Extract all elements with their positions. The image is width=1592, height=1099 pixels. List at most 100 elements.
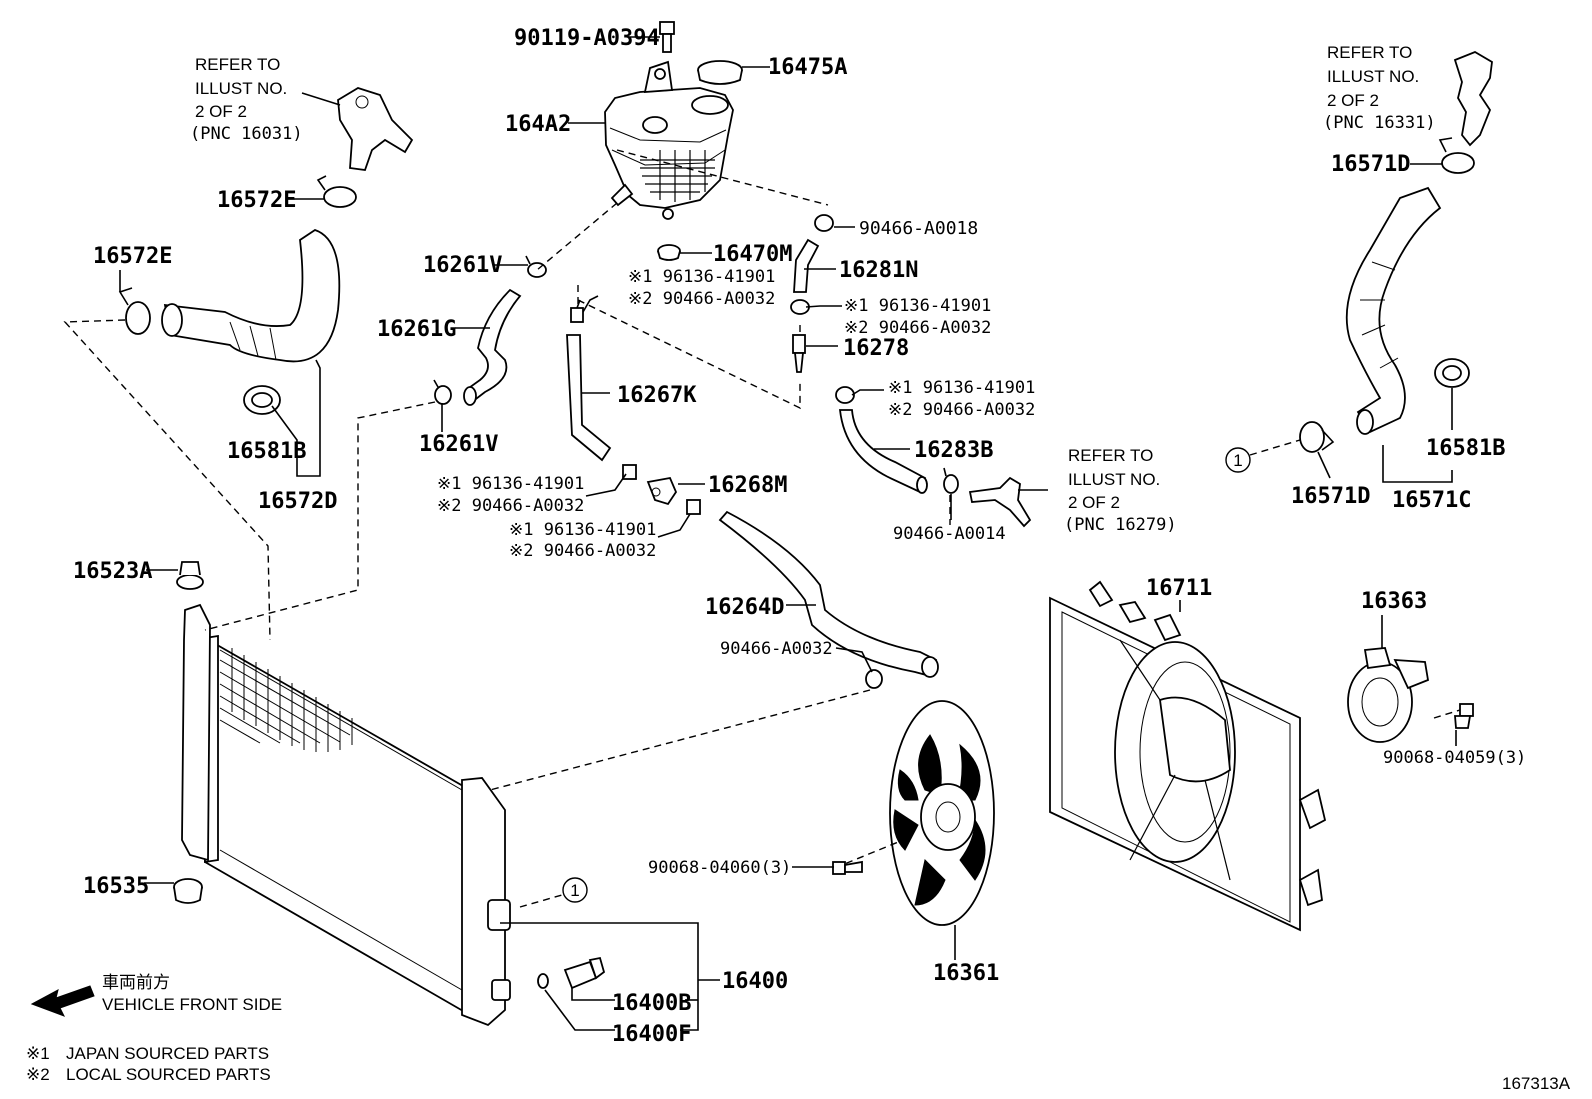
label-16581B-right: 16581B [1426,436,1505,461]
joint-pnc-16279[interactable] [968,476,1032,528]
label-16363: 16363 [1361,589,1427,614]
reservoir-cap[interactable] [697,60,743,85]
hose-16571C[interactable] [1345,186,1442,435]
label-16572E-top: 16572E [217,188,296,213]
ref-middle-line2: ILLUST NO. [1068,470,1160,489]
clamp-90466-A0032[interactable] [865,669,883,689]
clip-alt-a[interactable] [570,299,584,323]
reservoir-tank[interactable] [604,60,734,220]
clip-alt-c[interactable] [686,499,701,515]
label-16571D-bottom: 16571D [1291,484,1370,509]
label-16523A: 16523A [73,559,152,584]
label-90119-A0394: 90119-A0394 [514,26,660,51]
clamp-16572E-left[interactable] [118,287,151,335]
label-16400B: 16400B [612,991,691,1016]
reservoir-bolt[interactable] [659,21,675,53]
ref-left-line3: 2 OF 2 [195,102,247,121]
clamp-90466-A0014[interactable] [943,467,959,494]
direction-en: VEHICLE FRONT SIDE [102,995,282,1014]
hose-16264D[interactable] [718,510,939,678]
clip-alt-e[interactable] [835,386,855,404]
mount-16523A[interactable] [176,561,204,590]
label-16571D-top: 16571D [1331,152,1410,177]
engine-outlet-left[interactable] [337,87,414,171]
direction-jp: 車両前方 [102,973,170,992]
label-16400F: 16400F [612,1022,691,1047]
joint-16268M[interactable] [646,476,678,506]
ref-left-line2: ILLUST NO. [195,79,287,98]
clamp-16581B-right[interactable] [1434,358,1470,388]
label-16261V-top: 16261V [423,253,502,278]
clamp-16571D-bottom[interactable] [1299,421,1335,453]
ref-middle-line1: REFER TO [1068,446,1153,465]
label-16267K: 16267K [617,383,697,408]
ref-left-line1: REFER TO [195,55,280,74]
label-16581B-left: 16581B [227,439,306,464]
ref-left-line4: (PNC 16031) [190,124,303,144]
label-16283B: 16283B [914,438,993,463]
label-16361: 16361 [933,961,999,986]
legend-mark-1: ※1 [26,1044,50,1063]
label-90466-A0018: 90466-A0018 [859,218,978,239]
cap-16470M[interactable] [657,244,681,261]
label-16261G: 16261G [377,317,456,342]
hose-16283B[interactable] [838,409,928,494]
clamp-16261V-bottom[interactable] [433,379,452,405]
label-16261V-bottom: 16261V [419,432,498,457]
label-16475A: 16475A [768,55,847,80]
circle-ref-1-radiator[interactable]: 1 [562,877,588,903]
ref-right-line4: (PNC 16331) [1323,113,1436,133]
label-16470M: 16470M [713,242,792,267]
ref-middle-line4: (PNC 16279) [1064,515,1177,535]
dashed-guides [63,149,1461,908]
legend-text-1: JAPAN SOURCED PARTS [66,1044,269,1063]
front-direction-arrow-icon [30,985,95,1017]
label-16535: 16535 [83,874,149,899]
clamp-90466-A0018[interactable] [814,214,834,232]
fan-motor-16363[interactable] [1347,647,1430,743]
label-16572D: 16572D [258,489,337,514]
legend-mark-2: ※2 [26,1065,50,1084]
label-90068-04060: 90068-04060(3) [648,858,791,878]
clamp-16572E-top[interactable] [316,175,357,208]
legend-text-2: LOCAL SOURCED PARTS [66,1065,271,1084]
label-16268M: 16268M [708,473,787,498]
circle-ref-1-hose[interactable]: 1 [1225,447,1251,473]
label-alt-b-2: ※2 90466-A0032 [844,318,991,338]
label-alt-b-1: ※1 96136-41901 [844,296,991,316]
label-alt-a-2: ※2 90466-A0032 [628,289,775,309]
hose-16267K[interactable] [566,334,612,462]
diagram-id: 167313A [1502,1074,1571,1093]
mount-16535[interactable] [173,878,203,904]
fan-16361[interactable] [889,700,995,926]
hose-16572D[interactable] [161,229,341,363]
engine-outlet-right[interactable] [1453,51,1493,147]
radiator-assembly[interactable] [181,603,511,1027]
label-alt-d-2: ※2 90466-A0032 [437,496,584,516]
hose-16281N[interactable] [793,238,820,293]
label-alt-e-1: ※1 96136-41901 [509,520,656,540]
clamp-16261V-top[interactable] [525,255,547,278]
circle-ref-text: 1 [1233,451,1242,470]
fan-shroud-16711[interactable] [1049,580,1327,932]
label-16281N: 16281N [839,258,918,283]
label-16711: 16711 [1146,576,1212,601]
sensor-16278[interactable] [792,334,806,373]
ref-right-line3: 2 OF 2 [1327,91,1379,110]
bolt-90068-04060[interactable] [832,860,863,875]
hose-16261G[interactable] [463,288,522,406]
label-16571C: 16571C [1392,488,1471,513]
bolt-90068-04059[interactable] [1454,703,1474,729]
label-alt-d-1: ※1 96136-41901 [437,474,584,494]
oring-16400F[interactable] [537,973,549,989]
ref-right-line2: ILLUST NO. [1327,67,1419,86]
label-16572E-left: 16572E [93,244,172,269]
label-alt-c-2: ※2 90466-A0032 [888,400,1035,420]
clamp-16571D-top[interactable] [1438,137,1475,174]
drain-16400B[interactable] [563,956,606,990]
clamp-16581B-left[interactable] [243,385,281,415]
ref-middle-line3: 2 OF 2 [1068,493,1120,512]
clip-alt-b[interactable] [622,464,637,480]
